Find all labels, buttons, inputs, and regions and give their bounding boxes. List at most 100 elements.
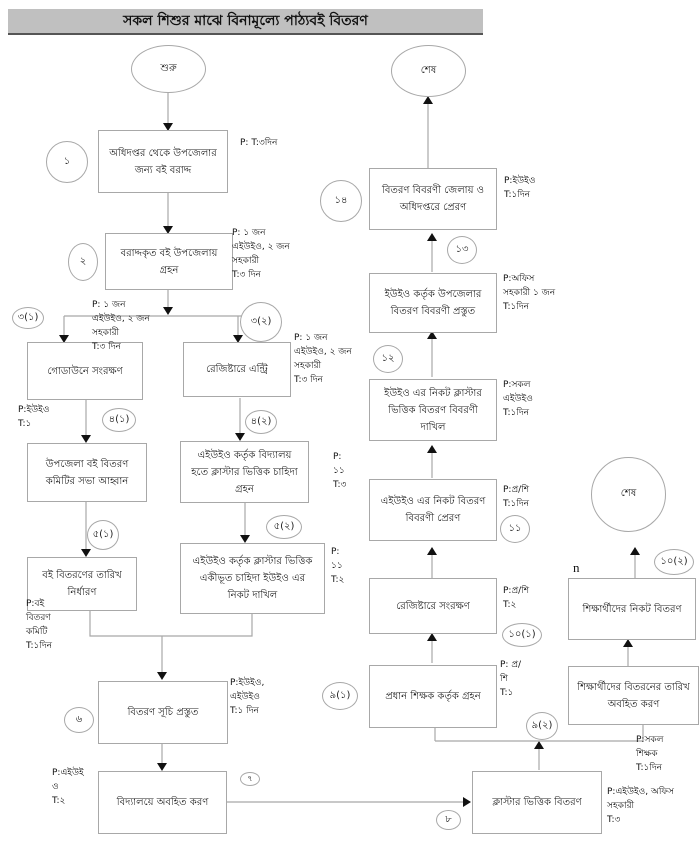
step-label: বিতরণ সূচি প্রস্তুত: [127, 707, 199, 718]
step-number: ৭: [247, 773, 253, 783]
step-annotation: P:ইউইও, এইউইও T:১ দিন: [230, 678, 265, 716]
step-4-1-box: উপজেলা বই বিতরণ কমিটির সভা আহ্বান: [27, 443, 147, 502]
step-label: রেজিষ্টারে এন্ট্রি: [206, 364, 268, 375]
step-3-1-box: গোডাউনে সংরক্ষণ: [27, 342, 143, 400]
step-marker: ১৪: [320, 180, 362, 222]
step-marker: ১১: [500, 515, 530, 543]
step-label: প্রধান শিক্ষক কর্তৃক গ্রহন: [385, 691, 481, 702]
step-11-box: এইউইও এর নিকট বিতরণ বিবরণী প্রেরণ: [369, 479, 497, 541]
step-marker: ৮: [436, 810, 461, 830]
step-number: ৫(১): [92, 528, 114, 540]
step-annotation: P:প্র/শি T:২: [503, 586, 530, 610]
step-9-2-box: শিক্ষার্থীদের বিতরনের তারিখ অবহিত করণ: [568, 666, 699, 725]
step-annotation: P: প্র/ শি T:১: [500, 660, 522, 698]
step-annotation: P: ১১ T:৩: [333, 452, 347, 490]
step-9-1-box: প্রধান শিক্ষক কর্তৃক গ্রহন: [369, 665, 497, 728]
step-6-box: বিতরণ সূচি প্রস্তুত: [98, 681, 228, 744]
step-marker: ৩(২): [240, 302, 282, 342]
step-label: অধিদপ্তর থেকে উপজেলার জন্য বই বরাদ্দ: [109, 147, 217, 176]
step-10-2-box: শিক্ষার্থীদের নিকট বিতরণ: [568, 578, 696, 640]
step-label: বিদ্যালয়ে অবহিত করণ: [116, 797, 209, 808]
step-marker: ১২: [373, 345, 403, 373]
step-number: ৬: [75, 713, 83, 725]
step-label: ইউইও এর নিকট ক্লাস্টার ভিত্তিক বিতরণ বিব…: [384, 387, 482, 433]
step-number: ২: [79, 255, 87, 267]
step-10-1-box: রেজিষ্টারে সংরক্ষণ: [369, 578, 497, 634]
step-label: বই বিতরণের তারিখ নির্ধারণ: [42, 570, 122, 598]
step-marker: ৪(১): [102, 408, 136, 432]
step-13-box: ইউইও কর্তৃক উপজেলার বিতরণ বিবরণী প্রস্তু…: [369, 273, 497, 333]
step-marker: ৭: [240, 772, 260, 786]
diagram-title: সকল শিশুর মাঝে বিনামূল্যে পাঠ্যবই বিতরণ: [123, 13, 368, 29]
step-number: ৪(১): [108, 413, 130, 425]
step-3-2-box: রেজিষ্টারে এন্ট্রি: [183, 342, 291, 397]
step-12-box: ইউইও এর নিকট ক্লাস্টার ভিত্তিক বিতরণ বিব…: [369, 379, 497, 441]
step-annotation: P:ইউইও T:১: [18, 405, 50, 429]
step-marker: ৬: [64, 707, 94, 733]
step-marker: ১০(১): [502, 623, 542, 647]
connector-merge-6: [89, 610, 253, 637]
step-label: ক্লাস্টার ভিত্তিক বিতরণ: [492, 797, 582, 808]
step-number: ৫(২): [273, 520, 295, 532]
step-number: ১১: [508, 522, 522, 534]
step-number: ১০(১): [508, 628, 536, 640]
step-label: উপজেলা বই বিতরণ কমিটির সভা আহ্বান: [45, 458, 129, 487]
step-number: ১৪: [334, 194, 348, 206]
step-annotation: P: ১ জন এইউইও, ২ জন সহকারী T:৩ দিন: [294, 333, 352, 385]
step-marker: ৯(১): [322, 682, 358, 710]
step-annotation: P:সকল এইউইও T:১দিন: [503, 380, 533, 418]
step-number: ৯(২): [531, 719, 553, 731]
step-number: ৯(১): [329, 689, 351, 701]
step-annotation: P:ইউইও T:১দিন: [504, 176, 536, 200]
step-annotation: P: ১১ T:২: [331, 547, 345, 585]
step-marker: ১: [46, 141, 88, 183]
step-marker: ৯(২): [526, 712, 558, 740]
step-annotation: P:প্র/শি T:১দিন: [503, 485, 530, 509]
step-1-box: অধিদপ্তর থেকে উপজেলার জন্য বই বরাদ্দ: [98, 130, 228, 193]
step-number: ১: [63, 155, 71, 167]
start-terminal: শুরু: [131, 45, 206, 93]
step-annotation: P:সকল শিক্ষক T:১দিন: [636, 735, 664, 773]
step-number: ৪(২): [250, 415, 272, 427]
step-annotation: P:বই বিতরণ কমিটি T:১দিন: [26, 599, 53, 651]
end-label-right: শেষ: [620, 488, 637, 499]
step-label: এইউইও কর্তৃক ক্লাস্টার ভিত্তিক একীভূত চা…: [192, 556, 313, 601]
step-number: ১৩: [455, 243, 469, 255]
step-annotation: P:অফিস সহকারী ১ জন T:১দিন: [503, 274, 556, 312]
step-annotation: P: T:৩দিন: [240, 138, 278, 148]
step-5-1-box: বই বিতরণের তারিখ নির্ধারণ: [27, 557, 137, 611]
step-number: ৩(২): [250, 315, 272, 327]
step-number: ৮: [445, 813, 452, 825]
step-marker: ৪(২): [245, 410, 277, 434]
step-label: বরাদ্দকৃত বই উপজেলায় গ্রহন: [120, 247, 218, 276]
step-label: বিতরণ বিবরণী জেলায় ও অধিদপ্তরে প্রেরণ: [381, 185, 485, 213]
step-label: গোডাউনে সংরক্ষণ: [47, 365, 123, 377]
step-label: এইউইও কর্তৃক বিদ্যালয় হতে ক্লাস্টার ভিত…: [191, 449, 298, 495]
step-number: ৩(১): [17, 311, 39, 323]
step-annotation: P:এইউই ও T:২: [52, 768, 84, 806]
step-label: রেজিষ্টারে সংরক্ষণ: [396, 600, 470, 612]
step-5-2-box: এইউইও কর্তৃক ক্লাস্টার ভিত্তিক একীভূত চা…: [180, 543, 325, 614]
start-label: শুরু: [160, 62, 177, 74]
step-annotation-n: n: [573, 560, 580, 575]
step-label: শিক্ষার্থীদের নিকট বিতরণ: [582, 603, 682, 615]
step-label: শিক্ষার্থীদের বিতরনের তারিখ অবহিত করণ: [577, 681, 690, 710]
end-label-top: শেষ: [420, 64, 437, 76]
step-marker: ৫(২): [266, 515, 302, 539]
step-marker: ২: [68, 243, 98, 281]
step-marker: ১০(২): [654, 549, 694, 575]
step-annotation: P: ১ জন এইউইও, ২ জন সহকারী T:৩ দিন: [92, 300, 150, 352]
step-annotation: P:এইউইও, অফিস সহকারী T:৩: [607, 787, 674, 825]
step-number: ১২: [381, 352, 395, 364]
step-8-box: ক্লাস্টার ভিত্তিক বিতরণ: [472, 771, 602, 834]
step-number: ১০(২): [660, 555, 688, 567]
diagram-title-bar: সকল শিশুর মাঝে বিনামূল্যে পাঠ্যবই বিতরণ: [8, 9, 483, 35]
step-label: এইউইও এর নিকট বিতরণ বিবরণী প্রেরণ: [380, 496, 486, 524]
step-label: ইউইও কর্তৃক উপজেলার বিতরণ বিবরণী প্রস্তু…: [384, 289, 482, 317]
step-annotation: P: ১ জন এইউইও, ২ জন সহকারী T:৩ দিন: [232, 228, 290, 280]
end-terminal-right: শেষ: [591, 457, 666, 532]
step-14-box: বিতরণ বিবরণী জেলায় ও অধিদপ্তরে প্রেরণ: [369, 168, 497, 230]
step-7-box: বিদ্যালয়ে অবহিত করণ: [98, 771, 227, 834]
step-marker: ১৩: [447, 236, 477, 264]
step-marker: ৩(১): [12, 307, 44, 329]
